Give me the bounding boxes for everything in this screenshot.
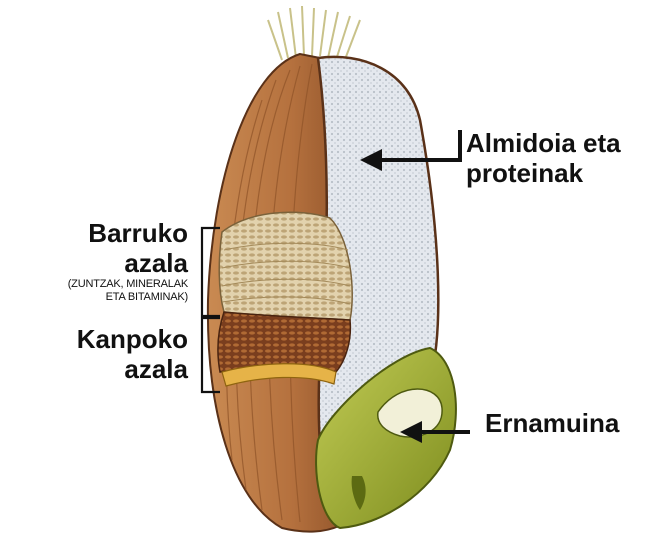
inner-bran-layer <box>219 212 352 320</box>
inner-layer-title-line1: Barruko <box>68 218 188 248</box>
inner-layer-label: Barruko azala (ZUNTZAK, MINERALAK ETA BI… <box>68 218 188 304</box>
starch-label-line1: Almidoia eta <box>466 128 621 158</box>
inner-layer-note-line1: (ZUNTZAK, MINERALAK <box>68 278 188 291</box>
outer-bran-layer <box>218 312 350 372</box>
starch-label-line2: proteinak <box>466 158 621 188</box>
grain-brush-hairs <box>268 6 360 62</box>
germ-label: Ernamuina <box>485 408 619 438</box>
outer-layer-line1: Kanpoko <box>77 324 188 354</box>
outer-layer-label: Kanpoko azala <box>77 324 188 384</box>
inner-layer-title-line2: azala <box>68 248 188 278</box>
outer-layer-line2: azala <box>77 354 188 384</box>
starch-label: Almidoia eta proteinak <box>466 128 621 188</box>
inner-layer-note-line2: ETA BITAMINAK) <box>68 291 188 304</box>
